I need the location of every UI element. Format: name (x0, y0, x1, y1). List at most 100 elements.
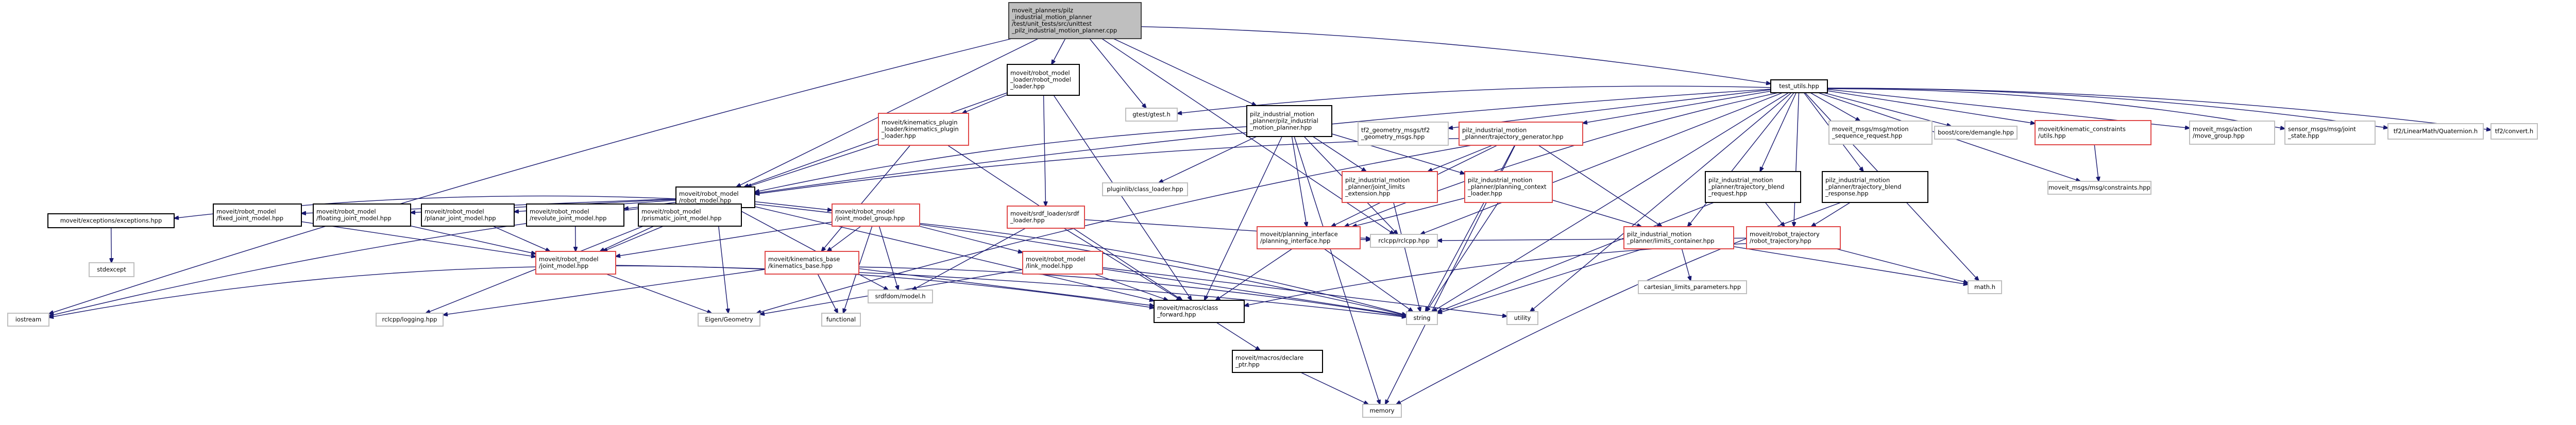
node-lc[interactable]: pilz_industrial_motion_planner/limits_co… (1623, 226, 1734, 249)
node-rt[interactable]: moveit/robot_trajectory/robot_trajectory… (1746, 226, 1841, 249)
node-box (1623, 226, 1734, 249)
edge-tu-to-msr (1810, 92, 1860, 121)
node-demangle: boost/core/demangle.hpp (1934, 126, 2018, 140)
edge-tbres-to-rt (1811, 202, 1851, 227)
node-box (1008, 2, 1142, 39)
node-box (1362, 404, 1402, 418)
node-label-line: _extension.hpp (1345, 190, 1390, 197)
node-pcl[interactable]: pilz_industrial_motion_planner/planning_… (1464, 171, 1553, 203)
edge-prismatic-to-jm (603, 226, 664, 251)
node-tbreq[interactable]: pilz_industrial_motion_planner/trajector… (1705, 171, 1801, 203)
edge-rm-to-jmg (754, 201, 832, 210)
node-iostream: iostream (7, 313, 49, 327)
node-functional: functional (821, 313, 861, 327)
node-label-line: pilz_industrial_motion (1250, 111, 1314, 118)
node-label-line: _loader/robot_model (1010, 76, 1071, 83)
node-prismatic[interactable]: moveit/robot_model/prismatic_joint_model… (638, 203, 742, 227)
node-label-line: moveit/robot_model (425, 208, 484, 215)
node-floating[interactable]: moveit/robot_model/floating_joint_model.… (313, 203, 411, 227)
node-tf2gm: tf2_geometry_msgs/tf2_geometry_msgs.hpp (1358, 122, 1449, 146)
node-box (1022, 251, 1103, 275)
node-classfwd[interactable]: moveit/macros/class_forward.hpp (1154, 300, 1245, 323)
node-label-line: /fixed_joint_model.hpp (216, 215, 283, 222)
node-label-line: moveit/robot_trajectory (1750, 231, 1820, 238)
node-fixed[interactable]: moveit/robot_model/fixed_joint_model.hpp (213, 203, 302, 227)
edge-tbreq-to-string (1437, 202, 1715, 312)
node-convert: tf2/convert.h (2490, 123, 2538, 140)
node-label-line: _state.hpp (2287, 132, 2319, 140)
node-box (1934, 126, 2018, 140)
edge-tu-to-utility (1530, 92, 1792, 312)
node-box (1358, 122, 1449, 146)
node-label-line: moveit/planning_interface (1260, 231, 1338, 238)
edge-kb-to-rclcpplog (443, 269, 766, 315)
edge-srdf-to-srdfmodel (912, 228, 1026, 290)
edge-tu-to-lc (1688, 92, 1794, 227)
node-revolute[interactable]: moveit/robot_model/revolute_joint_model.… (526, 203, 624, 227)
node-label-line: _planner/pilz_industrial (1249, 117, 1318, 125)
node-label-line: functional (826, 316, 856, 323)
node-tg[interactable]: pilz_industrial_motion_planner/trajector… (1459, 122, 1583, 146)
edge-root-to-tu (1141, 26, 1771, 84)
edge-pcl-to-lc (1552, 199, 1641, 227)
node-root[interactable]: moveit_planners/pilz_industrial_motion_p… (1008, 2, 1142, 39)
node-label-line: _pilz_industrial_motion_planner.cpp (1011, 27, 1117, 34)
node-lm[interactable]: moveit/robot_model/link_model.hpp (1022, 251, 1103, 275)
node-exc[interactable]: moveit/exceptions/exceptions.hpp (47, 213, 175, 228)
node-label-line: /utils.hpp (2038, 132, 2066, 140)
node-jle[interactable]: pilz_industrial_motion_planner/joint_lim… (1342, 171, 1438, 203)
nodes-layer: moveit_planners/pilz_industrial_motion_p… (7, 2, 2538, 418)
edge-jmg-to-string (919, 223, 1406, 315)
node-label-line: math.h (1974, 283, 1995, 291)
node-box (832, 203, 920, 227)
edge-pimp-to-pi (1291, 136, 1307, 227)
node-label-line: _sequence_request.hpp (1832, 132, 1902, 140)
edge-tu-to-js (1827, 88, 2285, 129)
edge-pcl-to-string (1426, 202, 1499, 312)
node-pimp[interactable]: pilz_industrial_motion_planner/pilz_indu… (1246, 105, 1332, 137)
node-utility: utility (1506, 311, 1538, 325)
node-string: string (1406, 311, 1438, 325)
edge-tu-to-tbreq (1760, 92, 1797, 172)
edge-jmg-to-srdfmodel (878, 226, 898, 290)
node-label-line: moveit/robot_model (530, 208, 589, 215)
edge-tu-to-kcu (1827, 90, 2035, 124)
node-box (868, 290, 933, 303)
edge-pi-to-classfwd (1215, 248, 1293, 300)
node-label-line: /planar_joint_model.hpp (425, 215, 496, 222)
node-label-line: /robot_trajectory.hpp (1750, 237, 1811, 245)
node-declptr[interactable]: moveit/macros/declare_ptr.hpp (1232, 350, 1323, 373)
node-box (213, 203, 302, 227)
node-label-line: _planner/trajectory_blend (1825, 183, 1901, 191)
node-kcu[interactable]: moveit/kinematic_constraints/utils.hpp (2035, 120, 2151, 145)
node-label-line: _request.hpp (1708, 190, 1747, 197)
node-eigen: Eigen/Geometry (698, 313, 760, 327)
node-tbres[interactable]: pilz_industrial_motion_planner/trajector… (1822, 171, 1928, 203)
node-pi[interactable]: moveit/planning_interface/planning_inter… (1257, 226, 1361, 249)
edge-kpl-to-kb (821, 145, 911, 251)
node-label-line: _motion_planner.hpp (1249, 124, 1312, 131)
node-planar[interactable]: moveit/robot_model/planar_joint_model.hp… (421, 203, 515, 227)
node-memory: memory (1362, 404, 1402, 418)
node-label-line: _loader.hpp (1467, 190, 1502, 197)
node-label-line: pilz_industrial_motion (1627, 231, 1691, 238)
edge-planar-to-jm (493, 226, 550, 251)
node-rml[interactable]: moveit/robot_model_loader/robot_model_lo… (1007, 64, 1080, 96)
node-label-line: iostream (15, 316, 42, 323)
node-label-line: /link_model.hpp (1026, 262, 1073, 269)
node-rclcpplog: rclcpp/logging.hpp (376, 313, 444, 327)
edge-tbreq-to-rt (1765, 202, 1784, 227)
node-jm[interactable]: moveit/robot_model/joint_model.hpp (535, 251, 616, 275)
node-box (1506, 311, 1538, 325)
node-srdf[interactable]: moveit/srdf_loader/srdf_loader.hpp (1007, 206, 1085, 229)
node-tu[interactable]: test_utils.hpp (1770, 79, 1828, 93)
node-kb[interactable]: moveit/kinematics_base/kinematics_base.h… (765, 251, 859, 275)
edge-lc-to-math (1733, 246, 1968, 285)
node-kpl[interactable]: moveit/kinematics_plugin_loader/kinemati… (878, 113, 969, 146)
node-label-line: _planner/joint_limits (1345, 183, 1405, 191)
node-box (1125, 108, 1178, 122)
node-jmg[interactable]: moveit/robot_model/joint_model_group.hpp (832, 203, 920, 227)
edge-tg-to-rm (755, 138, 1460, 194)
node-box (878, 113, 969, 146)
node-label-line: boost/core/demangle.hpp (1938, 129, 2014, 136)
